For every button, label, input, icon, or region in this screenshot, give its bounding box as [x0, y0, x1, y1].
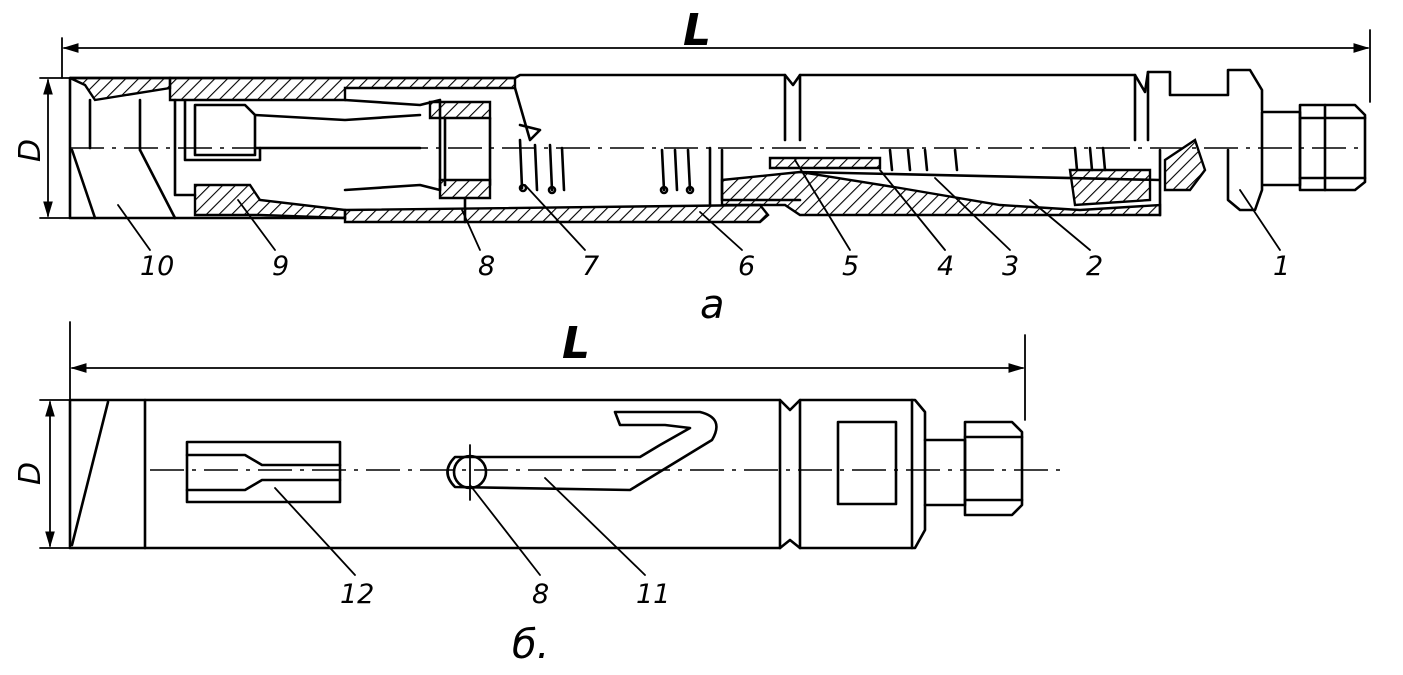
part-label-9: 9: [272, 251, 289, 282]
leader-lines-b: [274, 477, 646, 576]
length-label-b: L: [562, 318, 590, 369]
parts-2-5-wedge: [708, 138, 1207, 217]
part-label-8b: 8: [532, 579, 549, 610]
part-label-6: 6: [738, 251, 755, 282]
diameter-label-a: D: [13, 139, 48, 162]
view-caption-b: б.: [512, 622, 549, 668]
part-label-2: 2: [1086, 251, 1103, 282]
view-a: L D 10 9 8 7 6 5 4 3 2 1 а: [13, 5, 1371, 328]
part-11-slot: [446, 410, 718, 501]
part-10-cap: [69, 76, 197, 220]
leader-lines-a: [117, 159, 1281, 251]
part-9-collet: [183, 98, 442, 220]
part-label-11: 11: [636, 579, 670, 610]
dimension-diameter-a: [39, 77, 71, 219]
part-label-7: 7: [582, 251, 599, 282]
part-label-12: 12: [340, 579, 374, 610]
part-label-8: 8: [478, 251, 495, 282]
part-6-sleeve: [343, 203, 770, 224]
part-label-3: 3: [1002, 251, 1019, 282]
part-12-window: [185, 440, 342, 504]
view-caption-a: а: [700, 282, 725, 328]
part-8-block: [428, 100, 492, 224]
part-label-4: 4: [937, 251, 954, 282]
dimension-diameter-b: [39, 399, 73, 549]
part-7-spring: [513, 86, 695, 195]
part-label-10: 10: [140, 251, 174, 282]
diameter-label-b: D: [13, 462, 48, 485]
dimension-length-b: [69, 321, 1026, 421]
view-b: L D 12 8 11 б.: [13, 318, 1068, 668]
length-label-a: L: [683, 5, 711, 56]
body-outline-b: [68, 398, 1024, 550]
part-label-1: 1: [1273, 251, 1290, 282]
outer-sleeve-top: [168, 76, 517, 102]
part-label-5: 5: [842, 251, 859, 282]
dimension-length-a: [61, 29, 1371, 103]
